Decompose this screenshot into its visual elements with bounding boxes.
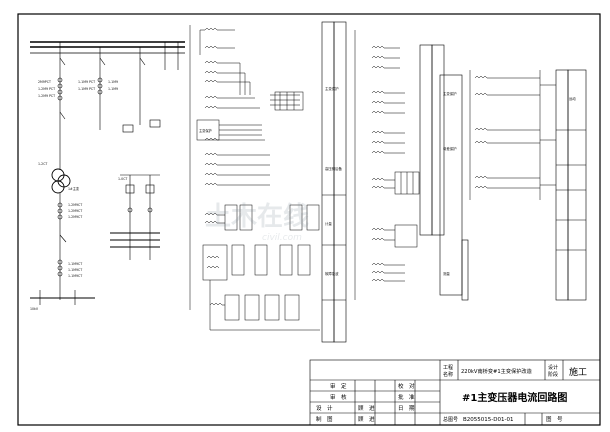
label-main-protection-2: 主变保护 <box>443 91 457 96</box>
svg-text:1-1M9CT: 1-1M9CT <box>68 274 82 278</box>
label-fault-recorder: 故障录波 <box>325 271 339 276</box>
designer-name: 顾 进 <box>358 404 375 412</box>
svg-text:1-1M9 PCT: 1-1M9 PCT <box>78 87 95 91</box>
label-check: 校 对 <box>398 382 415 390</box>
drawing-no: B2055015-D01-01 <box>463 417 513 423</box>
project-label: 工程 <box>443 364 453 371</box>
watermark: 土木在线 civil.com <box>205 202 309 243</box>
design-stage-label-2: 阶段 <box>548 371 558 378</box>
svg-text:1-2M9CT: 1-2M9CT <box>68 215 82 219</box>
svg-text:1-2M9 PCT: 1-2M9 PCT <box>38 94 55 98</box>
panel-strips <box>321 21 587 343</box>
label-measure: 测量 <box>443 271 450 276</box>
drafter-name: 顾 进 <box>358 415 375 423</box>
drawing-no-label: 总图号 <box>443 416 458 423</box>
design-stage: 施工 <box>569 366 587 378</box>
role-approve: 审 定 <box>330 382 347 390</box>
svg-text:1-2M9CT: 1-2M9CT <box>68 209 82 213</box>
ct-wiring-column-b <box>354 30 420 300</box>
label-bus-protection: 母差保护 <box>443 146 457 151</box>
role-review: 审 核 <box>330 393 347 401</box>
single-line-diagram <box>30 41 185 305</box>
ct-wiring-column-c <box>469 70 556 200</box>
svg-text:1-1M9CT: 1-1M9CT <box>68 268 82 272</box>
svg-text:1-2M9CT: 1-2M9CT <box>68 203 82 207</box>
title-block <box>309 359 601 426</box>
role-design: 设 计 <box>316 404 333 412</box>
svg-text:1-1M9: 1-1M9 <box>108 87 118 91</box>
label-backup: 高压侧后备 <box>325 166 343 171</box>
svg-text:1-1M9: 1-1M9 <box>108 80 118 84</box>
watermark-sub: civil.com <box>262 233 302 243</box>
label-metering: 计量 <box>325 221 332 226</box>
svg-text:10kV: 10kV <box>30 307 39 311</box>
watermark-text: 土木在线 <box>205 202 309 232</box>
svg-text:2M9PCT: 2M9PCT <box>38 80 51 84</box>
project-label-2: 名称 <box>443 371 453 378</box>
svg-text:1-1M9 PCT: 1-1M9 PCT <box>78 80 95 84</box>
single-line-labels: 2M9PCT 1-2M9 PCT 1-2M9 PCT 1-1M9 PCT 1-1… <box>30 80 127 311</box>
label-approve: 批 准 <box>398 393 415 401</box>
svg-text:1-1M9CT: 1-1M9CT <box>68 262 82 266</box>
svg-text:1-2CT: 1-2CT <box>38 162 47 166</box>
design-stage-label: 设计 <box>548 364 558 371</box>
panel-labels: 主变保护 高压侧后备 计量 故障录波 主变保护 母差保护 测量 远动 <box>325 86 576 276</box>
drawing-title: #1主变压器电流回路图 <box>462 391 567 404</box>
svg-text:1-0CT: 1-0CT <box>118 177 127 181</box>
label-date: 日 期 <box>398 405 415 412</box>
ct-wiring-column-a <box>189 25 320 331</box>
label-main-protection: 主变保护 <box>325 86 339 91</box>
svg-text:1#主变: 1#主变 <box>68 186 80 191</box>
svg-text:1-2M9 PCT: 1-2M9 PCT <box>38 87 55 91</box>
sheet-label: 图 号 <box>546 415 563 423</box>
project-name: 220kV南桥变#1主变保护改造 <box>461 367 533 375</box>
label-remote: 远动 <box>569 96 576 101</box>
role-draft: 制 图 <box>316 415 333 423</box>
title-block-text: 工程 名称 220kV南桥变#1主变保护改造 设计 阶段 施工 审 定 审 核 … <box>316 364 587 423</box>
drawing-border <box>17 13 601 426</box>
relay-label: 主变保护 <box>199 128 212 133</box>
